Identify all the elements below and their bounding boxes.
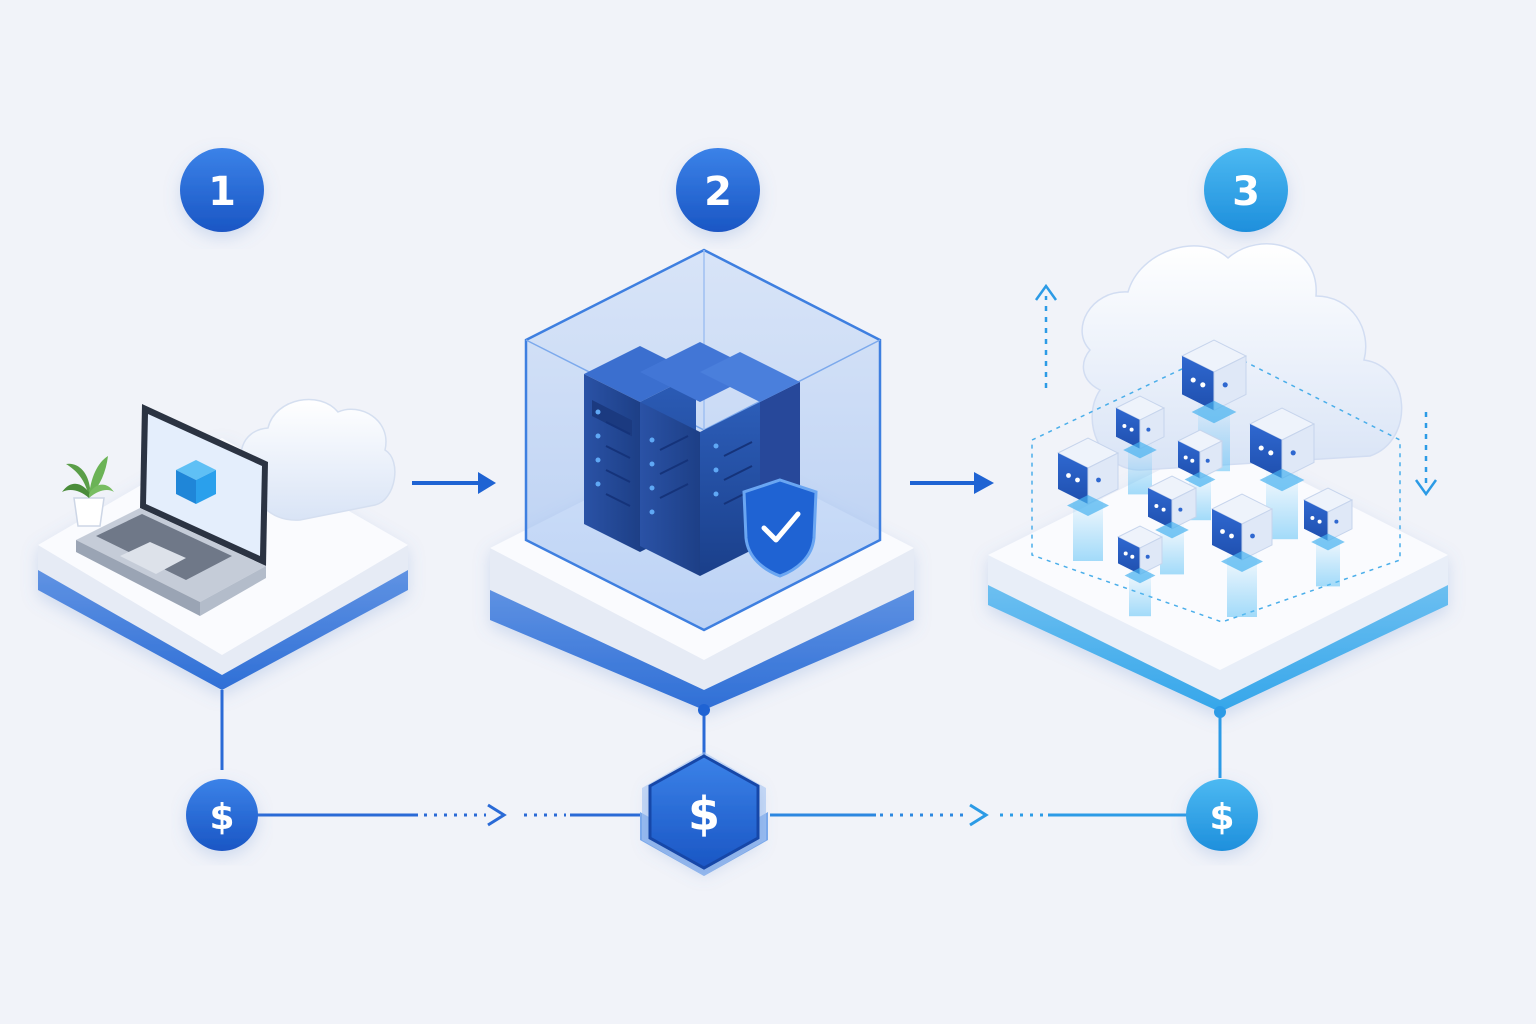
container-node-icon [1056,437,1120,561]
step-2-number: 2 [704,169,732,215]
step-3-number: 3 [1232,169,1260,215]
step-1-badge: 1 [180,148,264,232]
container-node-icon [1146,475,1198,575]
container-node-icon [1302,487,1354,587]
stage-3-cloud-scaling [988,243,1448,778]
dollar-coin-icon: $ [1186,779,1258,851]
scale-down-arrow-icon [1414,412,1438,497]
arrow-right-icon [412,472,496,494]
container-node-icon [1180,339,1248,472]
cost-track: $ $ $ [186,752,1258,876]
step-1-number: 1 [208,169,236,215]
cost-symbol-1: $ [209,797,234,838]
cost-symbol-3: $ [1209,797,1234,838]
stage-2-secure-servers [490,248,914,770]
stage-1-local-dev [38,398,408,770]
connector-2-dot [698,704,710,716]
connector-3-dot [1214,706,1226,718]
container-node-icon [1210,493,1274,617]
step-2-badge: 2 [676,148,760,232]
server-rack-icon [584,342,800,576]
laptop-icon [76,404,268,616]
cost-symbol-2: $ [688,787,720,841]
container-node-icon [1116,525,1164,617]
dollar-hexagon-icon: $ [640,752,768,876]
shield-check-icon [742,478,818,578]
dollar-coin-icon: $ [186,779,258,851]
container-node-icon [1248,407,1316,540]
arrow-right-icon [910,472,994,494]
plant-icon [62,456,114,527]
arrow-right-icon [969,803,989,827]
scale-up-arrow-icon [1034,283,1058,388]
platform-3 [988,440,1448,712]
container-nodes [1056,339,1354,617]
cube-icon [176,460,216,504]
container-node-icon [1114,395,1166,495]
arrow-right-icon [487,803,507,827]
cloud-icon [240,398,396,521]
step-3-badge: 3 [1204,148,1288,232]
